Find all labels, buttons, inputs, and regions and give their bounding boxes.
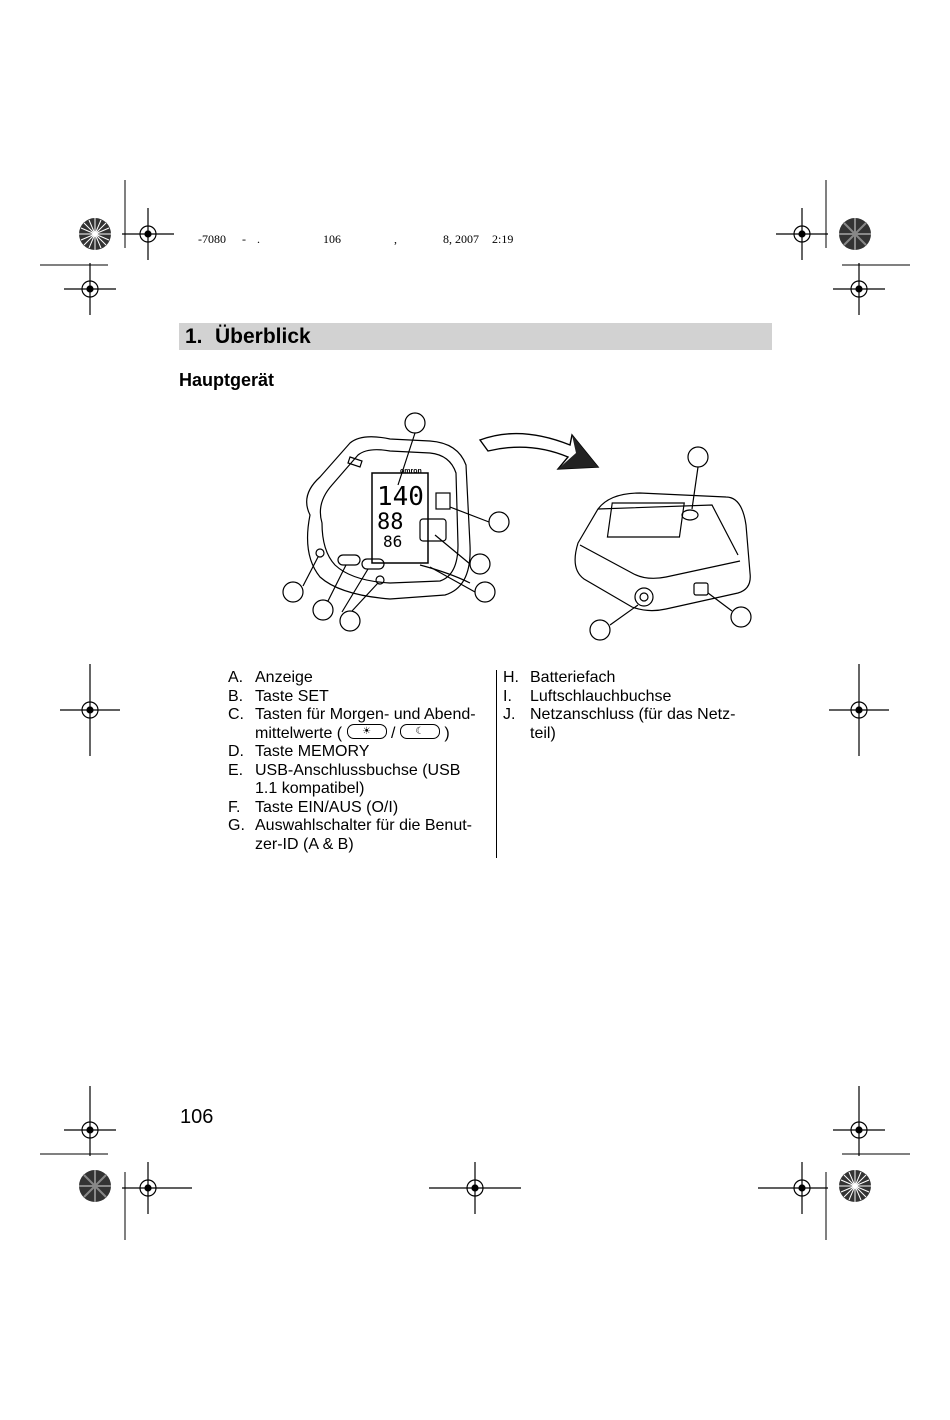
section-heading: 1. Überblick — [179, 323, 772, 350]
legend-letter: A. — [228, 669, 244, 686]
battery-cover-latch — [681, 509, 699, 521]
set-button — [315, 548, 325, 558]
starburst-mark — [79, 1170, 111, 1202]
print-date: 8, 2007 — [443, 232, 479, 246]
crosshair-mark — [829, 664, 889, 756]
page-number: 106 — [180, 1106, 214, 1128]
legend-divider — [496, 670, 497, 858]
print-header: -7080 - . 106 , 8, 2007 2:19 — [198, 232, 513, 352]
starburst-mark — [839, 218, 871, 250]
section-title-text: Überblick — [215, 325, 311, 348]
section-number: 1. — [185, 325, 203, 348]
section-title: 1. Überblick — [185, 325, 311, 349]
crosshair-mark — [833, 263, 885, 315]
print-sep: . — [257, 232, 260, 246]
device-illustration: omron 140 88 86 — [282, 412, 752, 641]
sys-value: 140 — [377, 482, 424, 512]
moon-icon: ☾ — [399, 723, 440, 739]
morning-button — [337, 554, 361, 566]
legend-item: F. Taste EIN/AUS (O/I) — [228, 799, 498, 818]
memory-button — [375, 575, 385, 585]
brand-label: omron — [400, 468, 422, 475]
legend-item: A. Anzeige — [228, 669, 498, 688]
legend-text: Luftschlauchbuchse — [530, 687, 672, 705]
legend-item: G. Auswahlschalter für die Benut- zer-ID… — [228, 817, 498, 854]
legend-text: Batteriefach — [530, 669, 616, 686]
legend-text-close: ) — [444, 724, 450, 742]
crosshair-mark — [60, 664, 120, 756]
legend-text-cont: mittelwerte ( — [255, 724, 343, 742]
legend-letter: F. — [228, 798, 241, 816]
hose — [419, 564, 471, 584]
pulse-value: 86 — [383, 532, 402, 551]
legend-item: E. USB-Anschlussbuchse (USB 1.1 kompatib… — [228, 762, 498, 799]
air-tube-socket — [634, 587, 654, 607]
crosshair-mark — [64, 263, 116, 315]
legend-letter: D. — [228, 743, 244, 760]
cuff-holder — [347, 456, 363, 468]
crosshair-mark — [429, 1162, 521, 1214]
legend-letter: E. — [228, 761, 244, 779]
monitor-back — [574, 492, 751, 612]
crosshair-mark — [833, 1086, 885, 1156]
start-button — [419, 518, 447, 542]
crosshair-mark — [122, 208, 174, 260]
legend-text: USB-Anschlussbuchse (USB — [255, 761, 461, 779]
display-screen — [371, 472, 429, 564]
legend-right: H. Batteriefach I. Luftschlauchbuchse J.… — [503, 669, 763, 743]
subsection-title: Hauptgerät — [179, 370, 275, 390]
starburst-mark — [839, 1170, 871, 1202]
print-code: -7080 — [198, 232, 226, 246]
print-time: 2:19 — [492, 232, 514, 246]
user-switch — [435, 492, 451, 510]
legend-text: Tasten für Morgen- und Abend- — [255, 706, 476, 723]
legend-text: Taste EIN/AUS (O/I) — [255, 798, 399, 816]
legend-item: B. Taste SET — [228, 688, 498, 707]
callout-markers — [282, 412, 752, 641]
ac-adapter-jack — [693, 582, 709, 596]
legend-letter: J. — [503, 706, 516, 723]
print-page: 106 — [323, 232, 341, 246]
legend-text: Auswahlschalter für die Benut- — [255, 817, 472, 834]
legend-text-cont: zer-ID (A & B) — [255, 835, 354, 853]
battery-compartment — [606, 502, 685, 538]
legend-text: Taste MEMORY — [255, 743, 370, 760]
print-comma: , — [394, 232, 397, 246]
legend-left: A. Anzeige B. Taste SET C. Tasten für Mo… — [228, 669, 498, 854]
legend-text-cont: teil) — [530, 724, 556, 742]
legend-text-cont: 1.1 kompatibel) — [255, 780, 365, 797]
legend-item: J. Netzanschluss (für das Netz- teil) — [503, 706, 763, 743]
legend-letter: G. — [228, 817, 245, 834]
crosshair-mark — [758, 1162, 828, 1214]
legend-text: Taste SET — [255, 687, 329, 705]
crosshair-mark — [64, 1086, 116, 1156]
evening-button — [361, 558, 385, 570]
crosshair-mark — [122, 1162, 192, 1214]
dia-value: 88 — [377, 510, 404, 535]
legend-item: C. Tasten für Morgen- und Abend- mittelw… — [228, 706, 498, 743]
legend-item: D. Taste MEMORY — [228, 743, 498, 762]
legend-item: H. Batteriefach — [503, 669, 763, 688]
legend-letter: H. — [503, 669, 519, 686]
legend-letter: I. — [503, 687, 512, 705]
sun-icon: ☀ — [346, 723, 387, 739]
monitor-front: omron 140 88 86 — [306, 436, 471, 600]
legend-text: Netzanschluss (für das Netz- — [530, 706, 736, 723]
legend-letter: B. — [228, 687, 244, 705]
legend-text: Anzeige — [255, 669, 313, 686]
starburst-mark — [79, 218, 111, 250]
crosshair-mark — [776, 208, 828, 260]
legend-item: I. Luftschlauchbuchse — [503, 688, 763, 707]
legend-slash: / — [391, 724, 396, 742]
print-sep: - — [242, 232, 246, 246]
legend-letter: C. — [228, 706, 244, 723]
